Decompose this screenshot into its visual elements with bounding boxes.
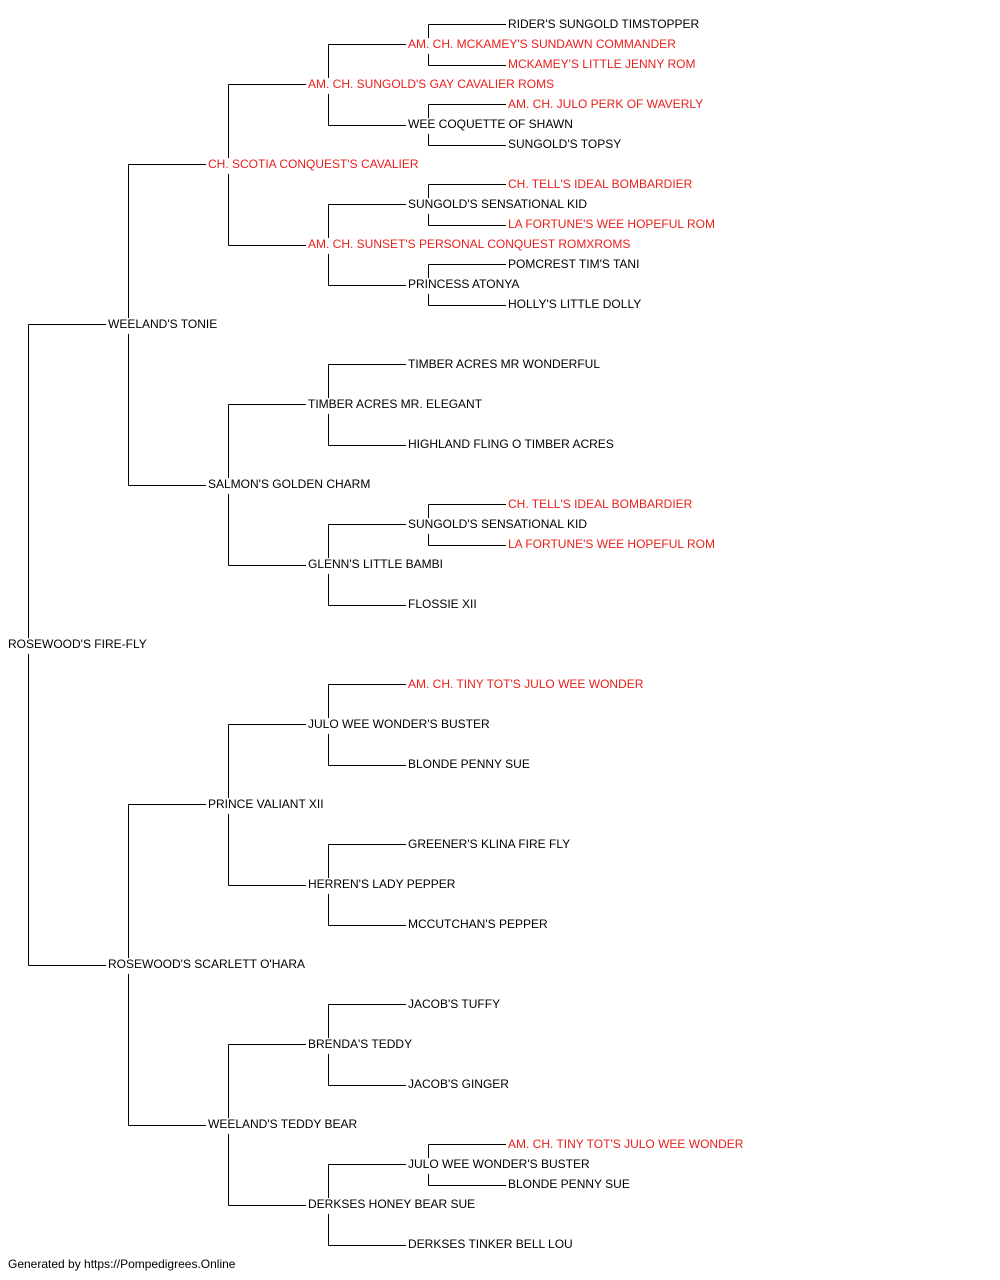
pedigree-entry-salmon-s-golden-charm: SALMON'S GOLDEN CHARM bbox=[208, 477, 371, 491]
pedigree-entry-la-fortune-s-wee-hopeful-rom: LA FORTUNE'S WEE HOPEFUL ROM bbox=[508, 537, 715, 551]
pedigree-entry-am-ch-mckamey-s-sundawn-commander: AM. CH. MCKAMEY'S SUNDAWN COMMANDER bbox=[408, 37, 676, 51]
pedigree-entry-am-ch-tiny-tot-s-julo-wee-wonder: AM. CH. TINY TOT'S JULO WEE WONDER bbox=[408, 677, 644, 691]
pedigree-entry-sungold-s-topsy: SUNGOLD'S TOPSY bbox=[508, 137, 622, 151]
pedigree-entry-am-ch-sunset-s-personal-conquest-romxroms: AM. CH. SUNSET'S PERSONAL CONQUEST ROMXR… bbox=[308, 237, 631, 251]
pedigree-entry-timber-acres-mr-elegant: TIMBER ACRES MR. ELEGANT bbox=[308, 397, 483, 411]
pedigree-entry-sungold-s-sensational-kid: SUNGOLD'S SENSATIONAL KID bbox=[408, 517, 587, 531]
pedigree-entry-ch-scotia-conquest-s-cavalier: CH. SCOTIA CONQUEST'S CAVALIER bbox=[208, 157, 419, 171]
pedigree-entry-derkses-tinker-bell-lou: DERKSES TINKER BELL LOU bbox=[408, 1237, 573, 1251]
pedigree-entry-la-fortune-s-wee-hopeful-rom: LA FORTUNE'S WEE HOPEFUL ROM bbox=[508, 217, 715, 231]
pedigree-entry-holly-s-little-dolly: HOLLY'S LITTLE DOLLY bbox=[508, 297, 642, 311]
generated-by-footer: Generated by https://Pompedigrees.Online bbox=[8, 1257, 236, 1271]
pedigree-entry-rosewood-s-fire-fly: ROSEWOOD'S FIRE-FLY bbox=[8, 637, 147, 651]
pedigree-entry-glenn-s-little-bambi: GLENN'S LITTLE BAMBI bbox=[308, 557, 443, 571]
pedigree-entry-herren-s-lady-pepper: HERREN'S LADY PEPPER bbox=[308, 877, 456, 891]
pedigree-entry-julo-wee-wonder-s-buster: JULO WEE WONDER'S BUSTER bbox=[308, 717, 490, 731]
pedigree-entry-mckamey-s-little-jenny-rom: MCKAMEY'S LITTLE JENNY ROM bbox=[508, 57, 696, 71]
pedigree-entry-blonde-penny-sue: BLONDE PENNY SUE bbox=[408, 757, 530, 771]
pedigree-entry-julo-wee-wonder-s-buster: JULO WEE WONDER'S BUSTER bbox=[408, 1157, 590, 1171]
pedigree-entry-rosewood-s-scarlett-o-hara: ROSEWOOD'S SCARLETT O'HARA bbox=[108, 957, 306, 971]
pedigree-entry-flossie-xii: FLOSSIE XII bbox=[408, 597, 477, 611]
pedigree-entry-greener-s-klina-fire-fly: GREENER'S KLINA FIRE FLY bbox=[408, 837, 571, 851]
pedigree-entry-highland-fling-o-timber-acres: HIGHLAND FLING O TIMBER ACRES bbox=[408, 437, 614, 451]
pedigree-entry-am-ch-julo-perk-of-waverly: AM. CH. JULO PERK OF WAVERLY bbox=[508, 97, 704, 111]
pedigree-entry-brenda-s-teddy: BRENDA'S TEDDY bbox=[308, 1037, 413, 1051]
pedigree-entry-mccutchan-s-pepper: MCCUTCHAN'S PEPPER bbox=[408, 917, 548, 931]
pedigree-entry-blonde-penny-sue: BLONDE PENNY SUE bbox=[508, 1177, 630, 1191]
pedigree-entry-ch-tell-s-ideal-bombardier: CH. TELL'S IDEAL BOMBARDIER bbox=[508, 497, 693, 511]
pedigree-entry-timber-acres-mr-wonderful: TIMBER ACRES MR WONDERFUL bbox=[408, 357, 601, 371]
pedigree-entry-weeland-s-teddy-bear: WEELAND'S TEDDY BEAR bbox=[208, 1117, 358, 1131]
pedigree-entry-derkses-honey-bear-sue: DERKSES HONEY BEAR SUE bbox=[308, 1197, 476, 1211]
pedigree-entry-weeland-s-tonie: WEELAND'S TONIE bbox=[108, 317, 218, 331]
pedigree-entry-am-ch-tiny-tot-s-julo-wee-wonder: AM. CH. TINY TOT'S JULO WEE WONDER bbox=[508, 1137, 744, 1151]
pedigree-entry-ch-tell-s-ideal-bombardier: CH. TELL'S IDEAL BOMBARDIER bbox=[508, 177, 693, 191]
pedigree-entry-jacob-s-ginger: JACOB'S GINGER bbox=[408, 1077, 509, 1091]
pedigree-entry-am-ch-sungold-s-gay-cavalier-roms: AM. CH. SUNGOLD'S GAY CAVALIER ROMS bbox=[308, 77, 555, 91]
pedigree-entry-sungold-s-sensational-kid: SUNGOLD'S SENSATIONAL KID bbox=[408, 197, 587, 211]
pedigree-entry-jacob-s-tuffy: JACOB'S TUFFY bbox=[408, 997, 501, 1011]
pedigree-entry-princess-atonya: PRINCESS ATONYA bbox=[408, 277, 520, 291]
pedigree-entry-pomcrest-tim-s-tani: POMCREST TIM'S TANI bbox=[508, 257, 640, 271]
pedigree-entry-rider-s-sungold-timstopper: RIDER'S SUNGOLD TIMSTOPPER bbox=[508, 17, 700, 31]
pedigree-entry-wee-coquette-of-shawn: WEE COQUETTE OF SHAWN bbox=[408, 117, 573, 131]
pedigree-entry-prince-valiant-xii: PRINCE VALIANT XII bbox=[208, 797, 324, 811]
